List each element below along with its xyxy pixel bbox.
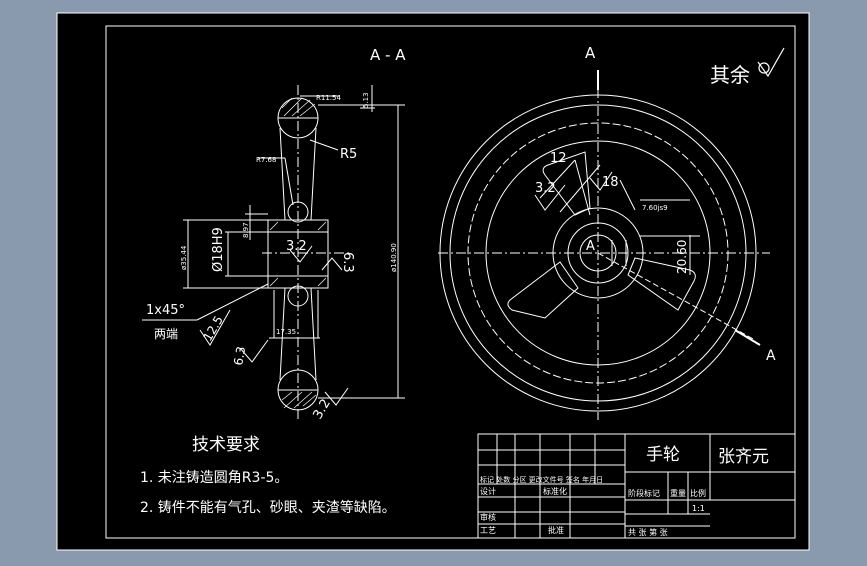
dim-897: 8.97 xyxy=(242,222,250,238)
center-mark: A xyxy=(586,239,595,254)
dim-140: ø140.90 xyxy=(390,243,398,272)
tb-scale-label: 比例 xyxy=(690,488,706,498)
dim-r7: R7.68 xyxy=(256,156,276,164)
dim-513: 5.13 xyxy=(362,92,370,108)
tb-std: 标准化 xyxy=(543,486,567,496)
dim-h3: 18 xyxy=(602,175,619,190)
tech-requirements-heading: 技术要求 xyxy=(192,435,260,455)
section-mark-top: A xyxy=(585,44,596,62)
dim-ra32-left: 3.2 xyxy=(286,239,307,254)
section-mark-bottom: A xyxy=(766,348,776,364)
tb-row-marks: 标记 处数 分区 更改文件号 签名 年月日 xyxy=(480,475,603,484)
dim-63: 6.3 xyxy=(340,252,355,273)
dim-1735: 17.35 xyxy=(276,328,296,336)
dim-ra63b: 6.3 xyxy=(231,345,248,366)
drawing-paper xyxy=(56,12,810,551)
dim-both-ends: 两端 xyxy=(154,327,178,341)
dim-chamfer: 1x45° xyxy=(146,303,185,318)
dim-bore: Ø18H9 xyxy=(211,227,226,272)
author-name: 张齐元 xyxy=(718,447,769,467)
roughness-note: 其余 xyxy=(710,63,750,87)
tb-design: 设计 xyxy=(480,486,496,496)
dim-3544: ø35.44 xyxy=(180,245,188,270)
front-view xyxy=(438,70,770,420)
tech-requirement-1: 1. 未注铸造圆角R3-5。 xyxy=(140,470,288,486)
part-name: 手轮 xyxy=(646,445,680,465)
tech-requirement-2: 2. 铸件不能有气孔、砂眼、夹渣等缺陷。 xyxy=(140,499,396,516)
dim-r11: R11.54 xyxy=(316,94,341,102)
title-block xyxy=(477,433,796,539)
section-view xyxy=(142,85,405,420)
dim-h1: 12 xyxy=(550,151,567,166)
dim-r5: R5 xyxy=(340,147,357,162)
roughness-symbol xyxy=(757,47,785,78)
tb-approve: 批准 xyxy=(548,525,564,535)
section-title: A - A xyxy=(370,46,406,64)
tb-stage-mark: 阶段标记 xyxy=(628,488,660,498)
tb-audit: 审核 xyxy=(480,512,496,522)
tb-sheets: 共 张 第 张 xyxy=(628,527,668,537)
section-hatching xyxy=(269,97,327,409)
dim-h2: 3.2 xyxy=(535,181,556,196)
dim-760: 7.60js9 xyxy=(642,204,668,212)
tb-process: 工艺 xyxy=(480,526,496,535)
dim-2060: 20.60 xyxy=(675,240,689,274)
tb-weight: 重量 xyxy=(670,488,686,498)
tb-scale-value: 1:1 xyxy=(692,504,705,513)
drawing-frame xyxy=(105,25,796,539)
